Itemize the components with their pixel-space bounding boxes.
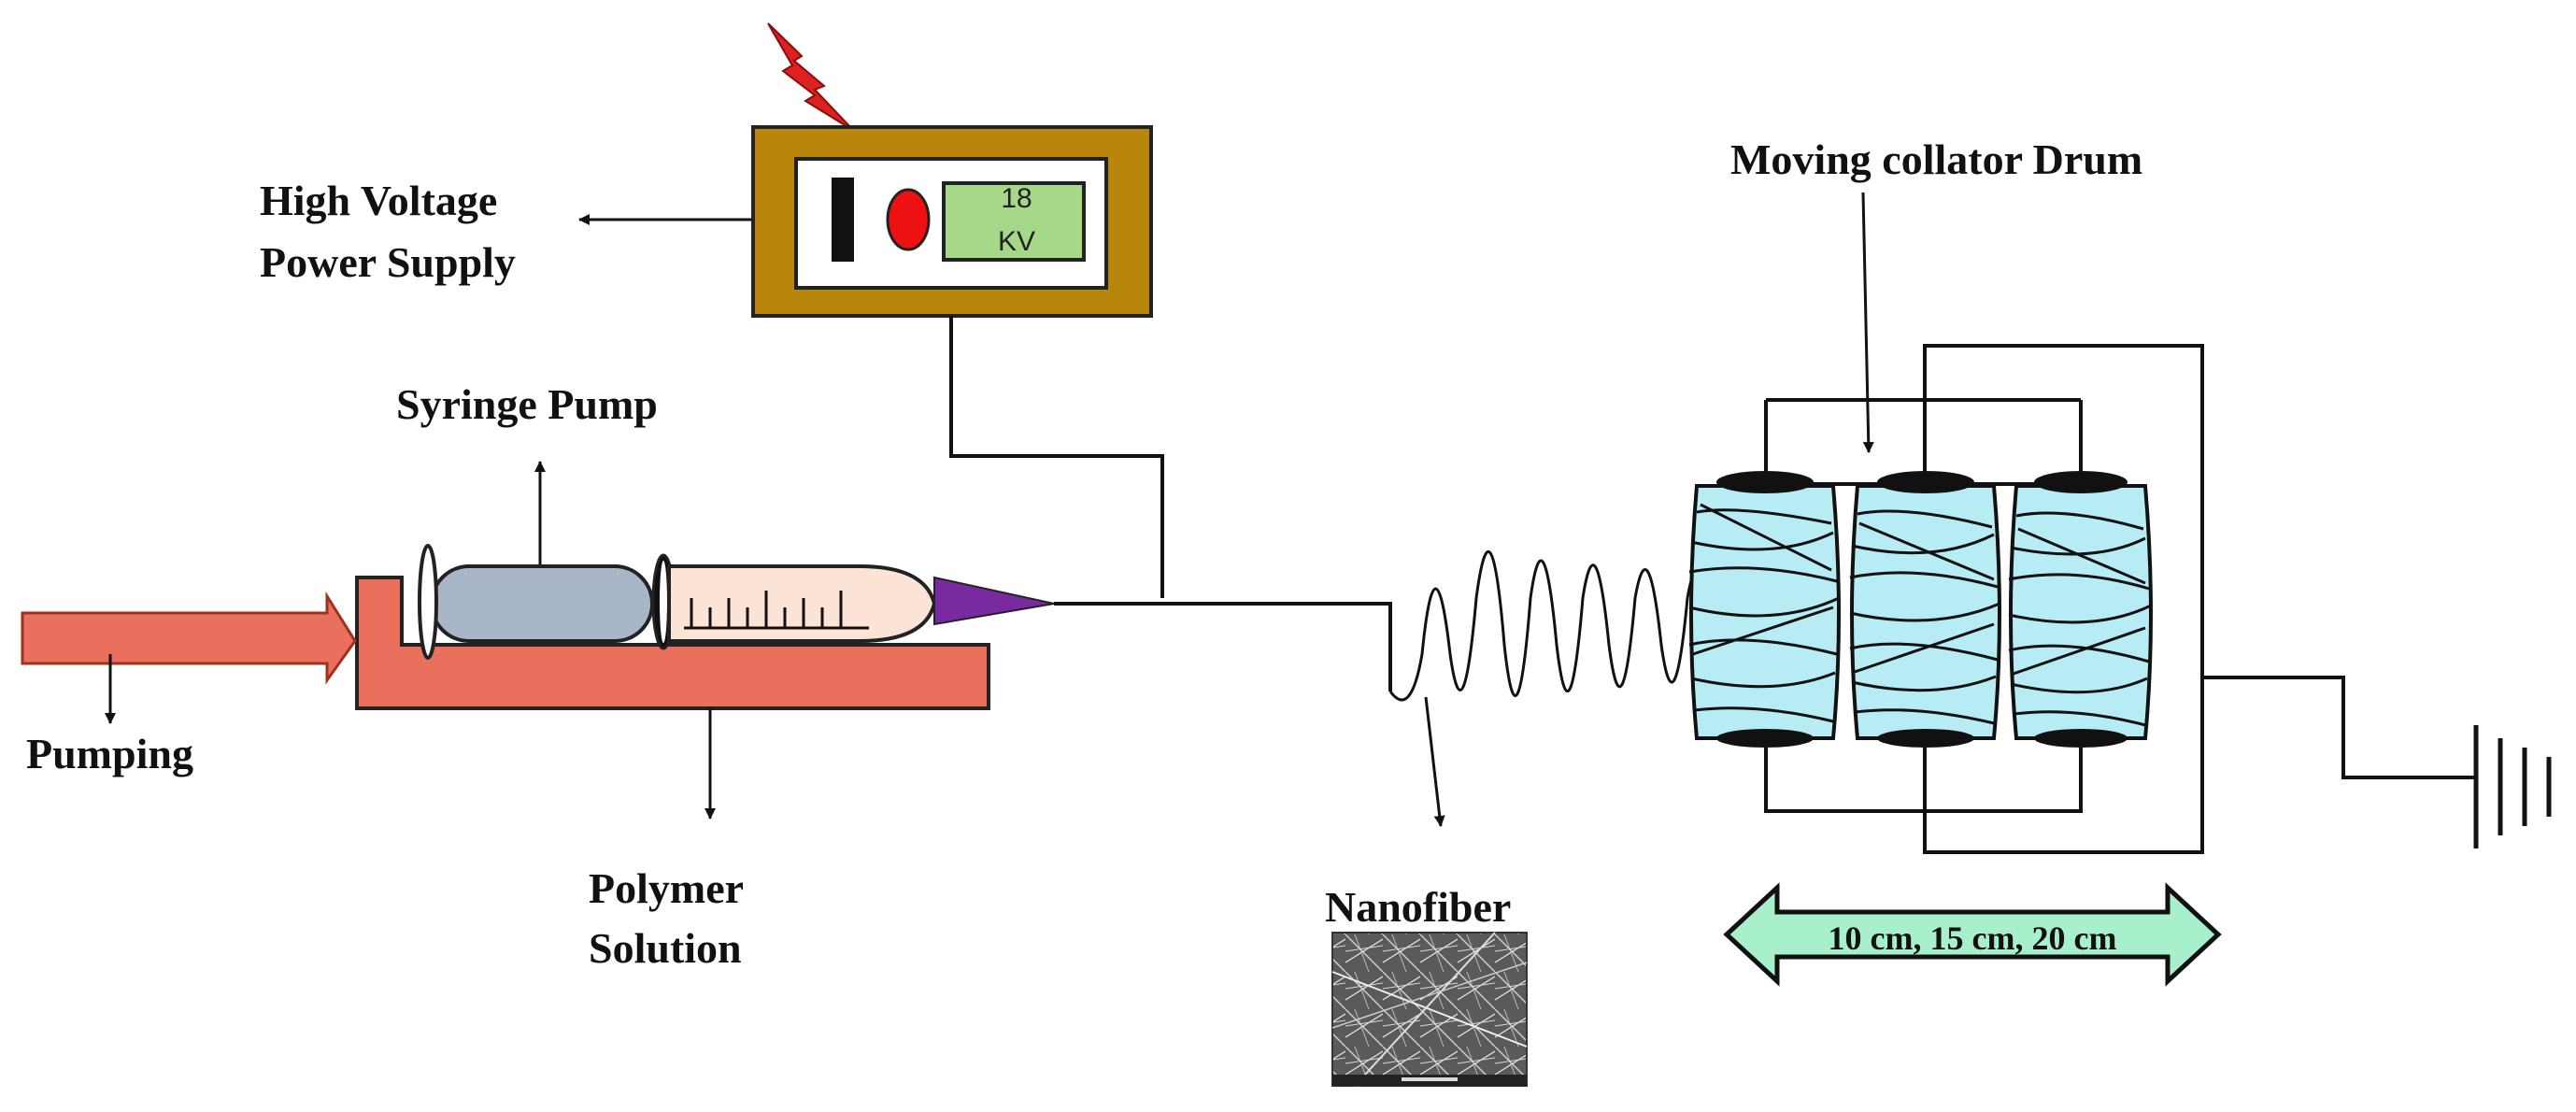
polymer-solution-label-line2: Solution [589, 924, 742, 972]
power-supply-label-line1: High Voltage [260, 177, 497, 224]
collector-drum-1 [1688, 471, 1841, 748]
polymer-solution-label-line1: Polymer [589, 864, 744, 912]
syringe-barrel [667, 564, 937, 643]
voltage-value: 18 [1001, 183, 1032, 214]
distance-label: 10 cm, 15 cm, 20 cm [1829, 920, 2117, 957]
nanofiber-label: Nanofiber [1325, 883, 1511, 931]
polymer-jet [1054, 602, 1392, 691]
syringe-pump-label: Syringe Pump [396, 380, 658, 428]
collector-drum-3 [2008, 471, 2153, 748]
high-voltage-wire [949, 316, 1164, 598]
voltage-display [942, 181, 1086, 262]
lightning-icon [767, 22, 855, 132]
indicator-light [886, 188, 931, 251]
syringe-scale [684, 591, 869, 630]
distance-arrow-icon [1723, 882, 2222, 987]
pumping-label: Pumping [26, 730, 193, 777]
ground-icon [2473, 725, 2552, 848]
drum-label-arrow [1861, 192, 1874, 453]
power-switch [832, 178, 854, 262]
nanofiber-sem-image [1331, 932, 1528, 1087]
collector-drum-2 [1849, 471, 2001, 748]
nanofiber-arrow [1424, 696, 1445, 827]
pumping-arrow-icon [21, 591, 357, 685]
plunger [430, 564, 654, 643]
syringe-pump [21, 544, 1055, 710]
power-supply: 18 KV [751, 125, 1153, 318]
power-supply-label-line2: Power Supply [260, 238, 516, 286]
drum-label: Moving collator Drum [1730, 135, 2142, 183]
needle [933, 576, 1055, 626]
voltage-unit: KV [998, 226, 1035, 257]
